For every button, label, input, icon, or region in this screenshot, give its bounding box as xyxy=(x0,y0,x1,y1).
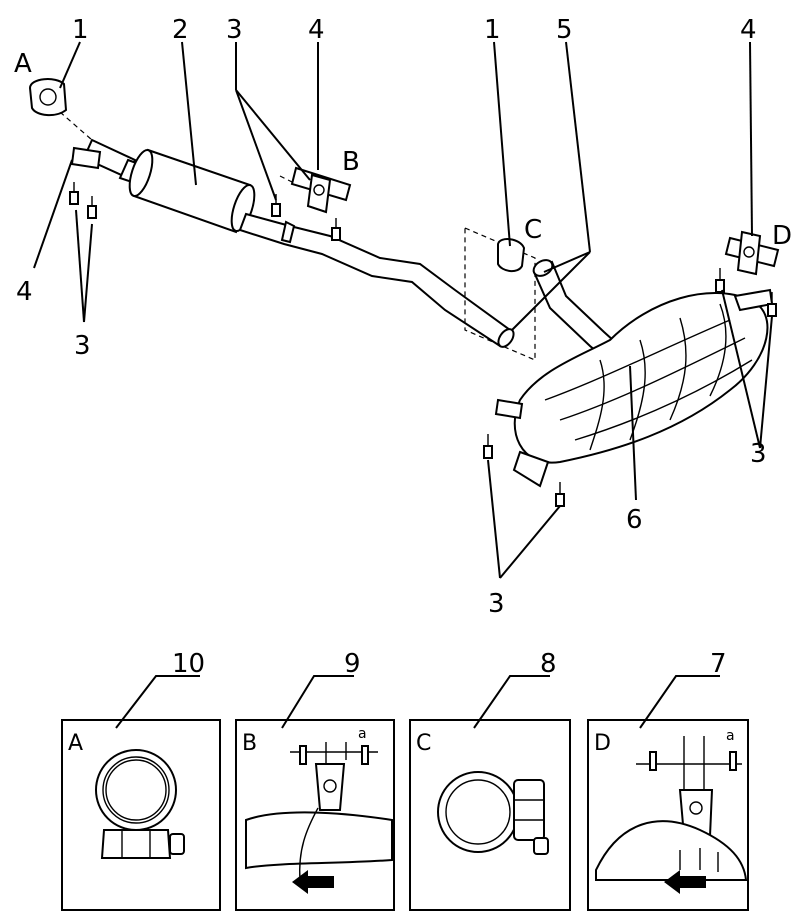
detail-d-dimension: a xyxy=(726,728,735,744)
callout-4-left: 4 xyxy=(16,277,33,307)
letter-a-main: A xyxy=(14,49,32,79)
callout-4-top-left: 4 xyxy=(308,15,325,45)
detail-panel-a xyxy=(61,719,221,911)
callout-1-right: 1 xyxy=(484,15,501,45)
panel-leaders xyxy=(115,675,720,729)
callout-1-left: 1 xyxy=(72,15,89,45)
rear-muffler xyxy=(512,288,774,488)
hanger-b xyxy=(279,166,352,214)
callout-5: 5 xyxy=(556,15,573,45)
letter-d-main: D xyxy=(772,221,792,251)
bolts-right xyxy=(483,268,777,507)
clamp-c xyxy=(464,227,536,361)
detail-d-letter: D xyxy=(594,731,611,756)
rear-hanger-left xyxy=(494,398,524,420)
callout-8: 8 xyxy=(540,649,557,679)
callout-6: 6 xyxy=(626,505,643,535)
letter-b-main: B xyxy=(342,147,360,177)
leader-lines xyxy=(33,41,773,579)
callout-4-top-right: 4 xyxy=(740,15,757,45)
detail-a-letter: A xyxy=(68,731,83,756)
front-hanger xyxy=(70,146,102,170)
detail-panel-c xyxy=(409,719,571,911)
letter-c-main: C xyxy=(524,215,542,245)
center-muffler xyxy=(128,148,256,234)
callout-10: 10 xyxy=(172,649,205,679)
detail-c-letter: C xyxy=(416,731,431,756)
callout-3-bottom: 3 xyxy=(488,589,505,619)
callout-7: 7 xyxy=(710,649,727,679)
callout-3-top: 3 xyxy=(226,15,243,45)
detail-b-dimension: a xyxy=(358,726,367,742)
bolts-left xyxy=(69,182,341,241)
callout-9: 9 xyxy=(344,649,361,679)
mid-pipe xyxy=(238,212,515,348)
callout-3-left: 3 xyxy=(74,331,91,361)
clamp-a xyxy=(28,78,68,116)
callout-3-right: 3 xyxy=(750,439,767,469)
detail-panel-b xyxy=(235,719,395,911)
callout-2: 2 xyxy=(172,15,189,45)
detail-panel-d xyxy=(587,719,749,911)
hanger-d xyxy=(724,230,780,276)
detail-b-letter: B xyxy=(242,731,257,756)
